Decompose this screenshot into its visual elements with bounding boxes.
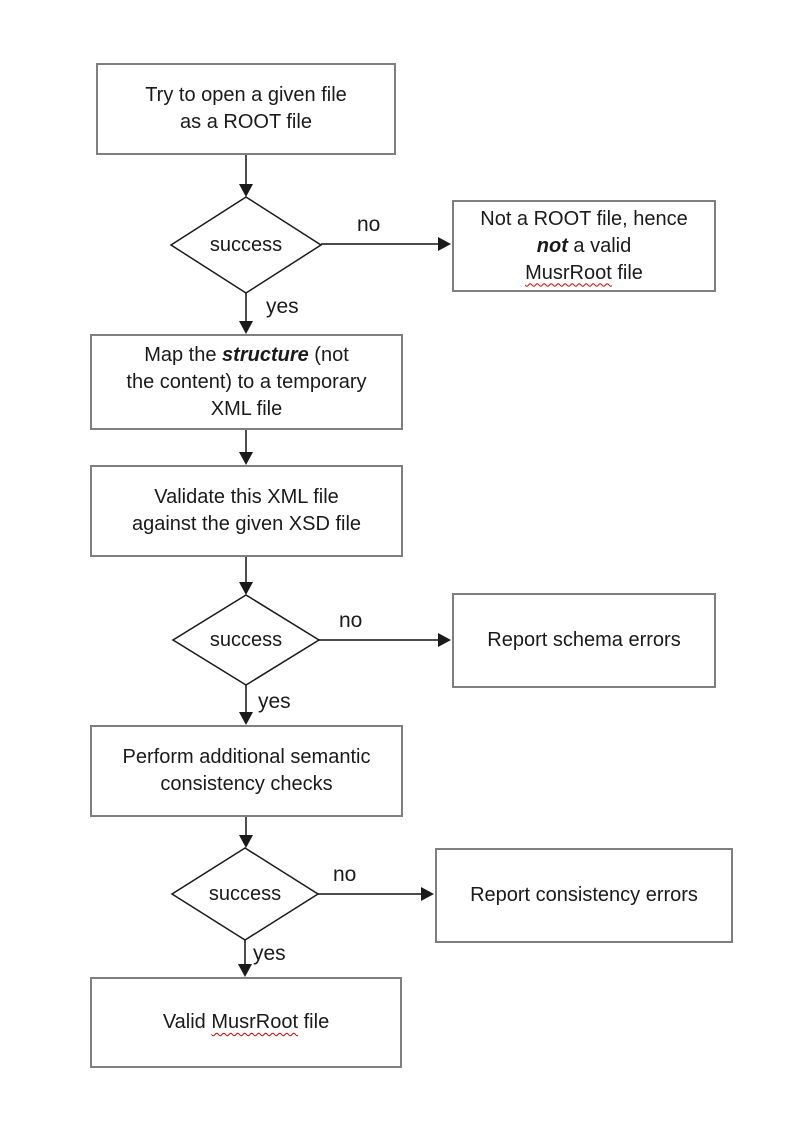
edge-label-yes-1: yes: [266, 295, 299, 318]
node-text-line: Not a ROOT file, hence: [480, 207, 688, 230]
edge-label-yes-2: yes: [258, 690, 291, 713]
arrowhead-down-icon: [239, 452, 253, 465]
arrowhead-right-icon: [421, 887, 434, 901]
node-report-consistency-errors: Report consistency errors: [435, 848, 733, 943]
node-text-line: Report schema errors: [487, 629, 681, 651]
arrowhead-down-icon: [238, 964, 252, 977]
arrowhead-down-icon: [239, 184, 253, 197]
node-text-line: Try to open a given file: [145, 84, 347, 106]
spellcheck-underlined-word: MusrRoot: [211, 1011, 299, 1033]
arrowhead-down-icon: [239, 712, 253, 725]
node-text-line: Validate this XML file: [154, 486, 339, 508]
node-validate-xml: Validate this XML file against the given…: [90, 465, 403, 557]
decision-diamond-root-open: [169, 196, 323, 294]
edge-label-no-1: no: [357, 213, 381, 236]
bold-italic-text: structure: [222, 343, 309, 366]
node-text-line: consistency checks: [160, 773, 333, 795]
edge-label-no-2: no: [339, 609, 363, 632]
node-semantic-checks: Perform additional semantic consistency …: [90, 725, 403, 817]
decision-diamond-schema-validation: [171, 594, 321, 686]
decision-label-consistency: success: [208, 882, 282, 905]
node-report-schema-errors: Report schema errors: [452, 593, 716, 688]
spellcheck-underlined-word: MusrRoot: [525, 261, 612, 284]
node-text-line: the content) to a temporary: [126, 370, 367, 393]
arrowhead-down-icon: [239, 582, 253, 595]
node-text-line: Perform additional semantic: [122, 746, 371, 768]
node-valid-musrroot-file: Valid MusrRoot file: [90, 977, 402, 1068]
arrowhead-right-icon: [438, 633, 451, 647]
node-text-line: MusrRoot file: [525, 261, 643, 284]
bold-italic-text: not: [536, 234, 568, 257]
node-try-open-file: Try to open a given file as a ROOT file: [96, 63, 396, 155]
node-text-line: XML file: [210, 397, 283, 420]
edge-label-no-3: no: [333, 863, 357, 886]
arrowhead-down-icon: [239, 321, 253, 334]
node-text-line: Report consistency errors: [470, 884, 698, 906]
node-map-structure: Map the structure (not the content) to a…: [90, 334, 403, 430]
decision-label-schema-validation: success: [209, 628, 283, 651]
node-not-a-root-file: Not a ROOT file, hence not a valid MusrR…: [452, 200, 716, 292]
arrowhead-right-icon: [438, 237, 451, 251]
node-text-line: Valid MusrRoot file: [162, 1011, 330, 1033]
decision-label-root-open: success: [209, 233, 283, 256]
node-text-line: not a valid: [536, 234, 632, 257]
edge-label-yes-3: yes: [253, 942, 286, 965]
arrowhead-down-icon: [239, 835, 253, 848]
decision-diamond-consistency: [170, 847, 320, 941]
node-text-line: as a ROOT file: [180, 111, 312, 133]
node-text-line: Map the structure (not: [144, 343, 349, 366]
node-text-line: against the given XSD file: [131, 513, 362, 535]
